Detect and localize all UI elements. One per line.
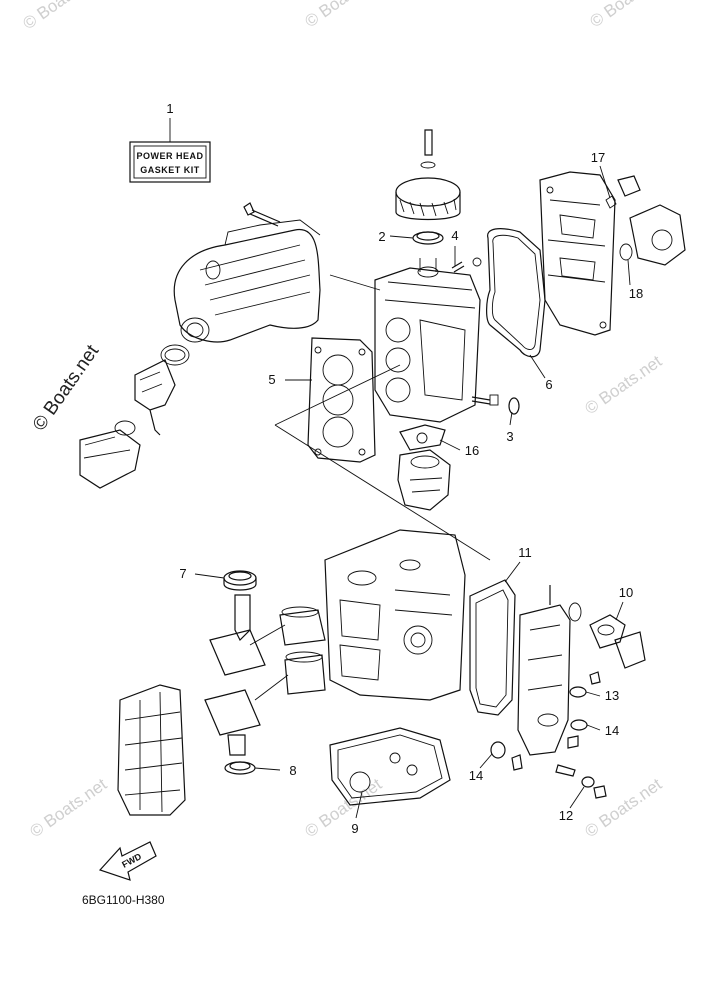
- thermostat-cover[interactable]: [605, 175, 686, 266]
- watermark: © Boats.net: [581, 351, 665, 418]
- callout-9[interactable]: 9: [351, 821, 358, 836]
- stud-bolt[interactable]: [451, 257, 482, 273]
- carburetor[interactable]: [114, 344, 190, 436]
- leader-lines: [169, 118, 631, 819]
- oil-seal-lower[interactable]: [224, 761, 256, 775]
- head-gasket[interactable]: [307, 337, 376, 463]
- watermark: © Boats.net: [581, 774, 665, 841]
- water-pump-housing[interactable]: [397, 449, 451, 511]
- exhaust-cover[interactable]: [539, 171, 616, 336]
- o-ring-13[interactable]: [569, 686, 587, 698]
- watermark-dark: © Boats.net: [29, 341, 104, 435]
- gasket-kit-label[interactable]: POWER HEAD GASKET KIT: [129, 141, 211, 183]
- kit-label-line2: GASKET KIT: [140, 165, 200, 175]
- kit-label-line1: POWER HEAD: [136, 151, 203, 161]
- watermark: © Boats.net: [301, 774, 385, 841]
- crankshaft-assembly[interactable]: [204, 594, 326, 756]
- thermostat-housing[interactable]: [568, 602, 646, 669]
- watermark: © Boats.net: [301, 0, 385, 31]
- watermarks: © Boats.net © Boats.net © Boats.net © Bo…: [19, 0, 670, 841]
- fwd-arrow-icon: FWD: [98, 841, 157, 881]
- diagram-code: 6BG1100-H380: [82, 893, 165, 907]
- callout-12[interactable]: 12: [559, 808, 573, 823]
- watermark: © Boats.net: [26, 774, 110, 841]
- callout-1[interactable]: 1: [166, 101, 173, 116]
- timing-pulley[interactable]: [395, 129, 461, 221]
- oil-pan-gasket[interactable]: [329, 727, 451, 806]
- watermark: © Boats.net: [19, 0, 103, 33]
- callout-13[interactable]: 13: [605, 688, 619, 703]
- intake-bolt[interactable]: [243, 202, 281, 227]
- plug-bolts[interactable]: [511, 671, 607, 799]
- intake-silencer[interactable]: [79, 429, 141, 489]
- callout-5[interactable]: 5: [268, 372, 275, 387]
- oil-seal-upper[interactable]: [223, 570, 257, 591]
- callout-18[interactable]: 18: [629, 286, 643, 301]
- watermark: © Boats.net: [586, 0, 670, 31]
- callout-4[interactable]: 4: [451, 228, 458, 243]
- cylinder-head[interactable]: [374, 258, 481, 423]
- callout-14-left[interactable]: 14: [469, 768, 483, 783]
- callout-14-right[interactable]: 14: [605, 723, 619, 738]
- cylinder-block[interactable]: [117, 684, 186, 816]
- callout-7[interactable]: 7: [179, 566, 186, 581]
- callouts: 1 2 3 4 5 6 7 8 9 10 11 12 13 14 14 16 1…: [166, 101, 643, 836]
- anode-bolt[interactable]: [471, 394, 520, 415]
- exhaust-cover-gasket[interactable]: [486, 228, 546, 358]
- intake-manifold[interactable]: [173, 219, 321, 343]
- callout-8[interactable]: 8: [289, 763, 296, 778]
- callout-10[interactable]: 10: [619, 585, 633, 600]
- callout-17[interactable]: 17: [591, 150, 605, 165]
- water-pump-gasket[interactable]: [399, 424, 446, 451]
- lower-cover-plate[interactable]: [517, 585, 571, 756]
- callout-11[interactable]: 11: [518, 545, 532, 560]
- callout-3[interactable]: 3: [506, 429, 513, 444]
- fwd-label: FWD: [120, 851, 143, 870]
- crankcase-block[interactable]: [324, 529, 466, 701]
- callout-16[interactable]: 16: [465, 443, 479, 458]
- alignment-lines: [274, 274, 491, 561]
- o-ring-14-right[interactable]: [570, 719, 588, 731]
- oil-seal-top[interactable]: [412, 231, 444, 245]
- o-ring-14-left[interactable]: [490, 741, 506, 759]
- crankcase-gasket[interactable]: [469, 579, 516, 716]
- callout-6[interactable]: 6: [545, 377, 552, 392]
- callout-2[interactable]: 2: [378, 229, 385, 244]
